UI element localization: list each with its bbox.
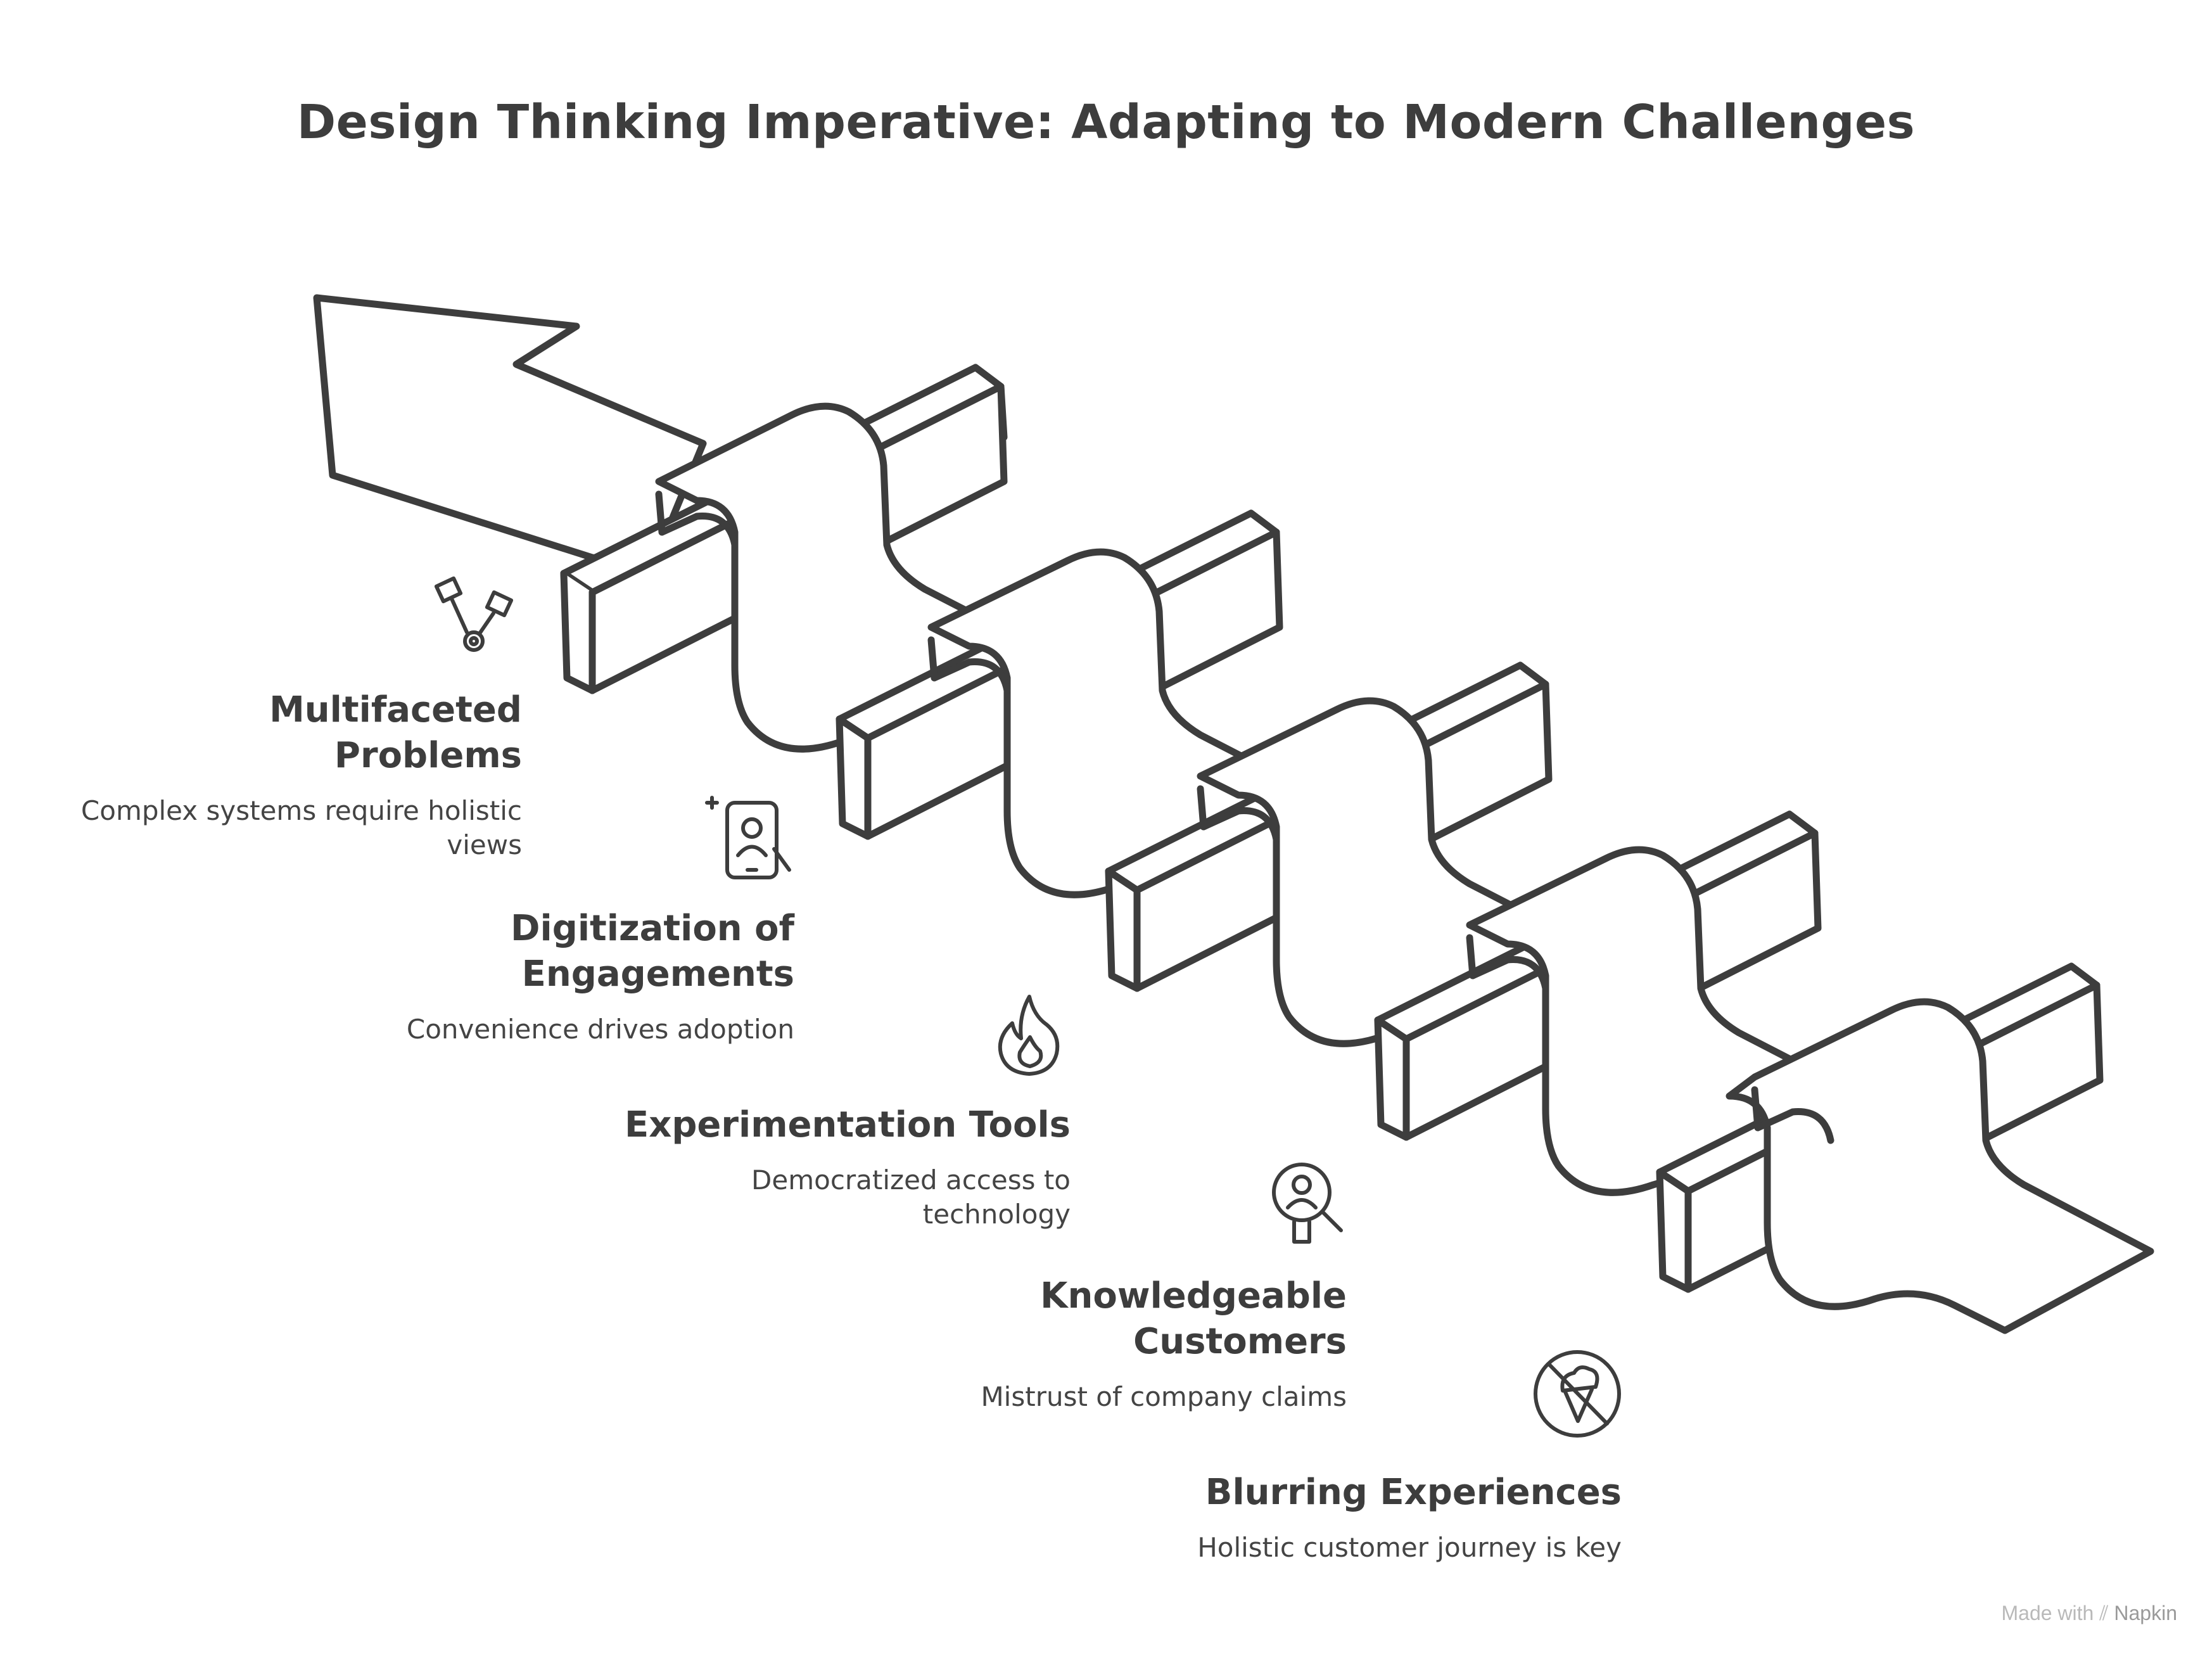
napkin-logo-icon: ⫽	[2099, 1602, 2109, 1624]
user-magnifier-icon	[1272, 1163, 1343, 1244]
flame-icon	[998, 995, 1060, 1076]
item-description: Holistic customer journey is key	[1197, 1532, 1622, 1563]
item-description: Convenience drives adoption	[406, 1014, 794, 1045]
gears-icon	[434, 576, 514, 652]
item-blurring-experiences: Blurring Experiences Holistic customer j…	[1115, 1470, 1622, 1565]
item-experimentation-tools: Experimentation Tools Democratized acces…	[564, 1102, 1071, 1232]
item-digitization-of-engagements: Digitization of Engagements Convenience …	[351, 906, 794, 1047]
item-heading: Knowledgeable Customers	[1040, 1275, 1347, 1362]
item-heading: Experimentation Tools	[624, 1104, 1071, 1145]
item-knowledgeable-customers: Knowledgeable Customers Mistrust of comp…	[903, 1273, 1347, 1414]
item-multifaceted-problems: Multifaceted Problems Complex systems re…	[79, 687, 522, 862]
step-5-ribbon	[1726, 998, 2154, 1334]
item-description: Democratized access to technology	[751, 1164, 1071, 1230]
item-heading: Multifaceted Problems	[269, 689, 522, 776]
item-description: Mistrust of company claims	[981, 1381, 1347, 1412]
diagram-title: Design Thinking Imperative: Adapting to …	[296, 95, 1916, 150]
item-heading: Digitization of Engagements	[511, 908, 794, 995]
no-ice-cream-icon	[1534, 1350, 1621, 1438]
item-description: Complex systems require holistic views	[80, 795, 522, 860]
item-heading: Blurring Experiences	[1205, 1472, 1622, 1513]
smartphone-user-icon	[705, 796, 791, 879]
napkin-watermark: Made with ⫽ Napkin	[2001, 1602, 2177, 1624]
